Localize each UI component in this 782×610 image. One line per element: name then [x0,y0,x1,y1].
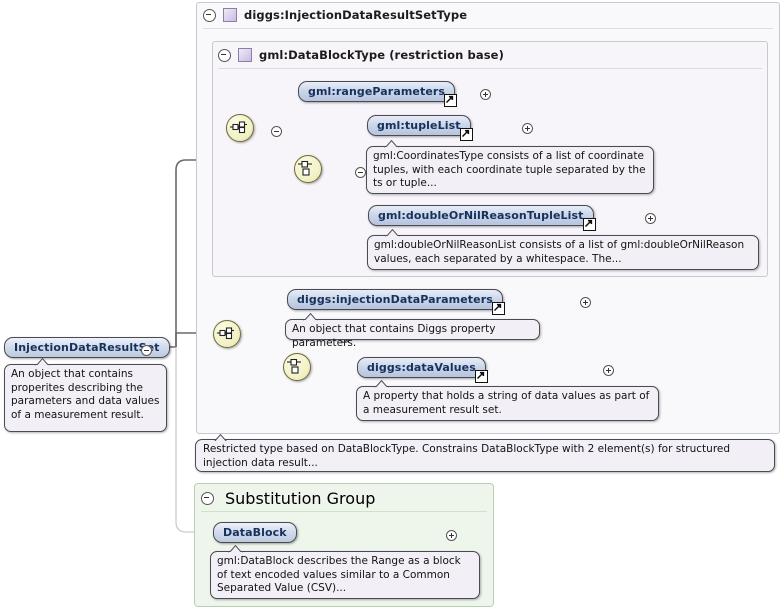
element-diggs-injection-data-parameters[interactable]: diggs:injectionDataParameters [287,289,505,315]
element-label-range-parameters: gml:rangeParameters [308,85,446,98]
element-datablock[interactable]: DataBlock [213,522,297,543]
element-diggs-data-values[interactable]: diggs:dataValues [357,357,488,383]
external-link-icon-injection-data-parameters[interactable] [491,302,505,315]
outer-type-label: diggs:InjectionDataResultSetType [244,8,468,22]
element-gml-double-or-nil-reason-tuple-list[interactable]: gml:doubleOrNilReasonTupleList [368,205,596,231]
annotation-data-values: A property that holds a string of data v… [356,380,659,421]
annotation-tuple-list: gml:CoordinatesType consists of a list o… [366,140,654,194]
annotation-injection-data-parameters: An object that contains Diggs property p… [285,313,540,349]
collapse-icon-outer-type[interactable] [203,8,216,22]
element-injection-data-result-set[interactable]: InjectionDataResultSet [4,337,170,358]
substitution-group-header[interactable]: Substitution Group [201,488,376,508]
element-label-root: InjectionDataResultSet [14,341,160,354]
restriction-note: Restricted type based on DataBlockType. … [195,433,775,472]
expand-icon-double-or-nil[interactable] [645,213,657,224]
collapse-icon-substitution-group[interactable] [201,491,214,505]
sequence-icon-top[interactable] [226,114,254,142]
inner-type-label: gml:DataBlockType (restriction base) [259,48,504,62]
sequence-icon-bottom[interactable] [213,320,241,348]
external-link-icon-double-or-nil[interactable] [582,218,596,231]
inner-header-divider [218,68,762,69]
element-gml-tuple-list[interactable]: gml:tupleList [367,115,473,141]
expand-icon-injection-data-parameters[interactable] [579,297,591,308]
annotation-tail-double-or-nil [385,229,400,237]
outer-type-header[interactable]: diggs:InjectionDataResultSetType [203,6,467,24]
element-label-injection-data-parameters: diggs:injectionDataParameters [297,293,493,306]
element-gml-range-parameters[interactable]: gml:rangeParameters [298,81,458,107]
external-link-icon-data-values[interactable] [474,370,488,383]
choice-icon-bottom[interactable] [283,353,311,381]
element-label-double-or-nil: gml:doubleOrNilReasonTupleList [378,209,584,222]
annotation-datablock: gml:DataBlock describes the Range as a b… [210,545,480,599]
collapse-icon-root-element[interactable] [141,345,152,356]
collapse-icon-sequence-top[interactable] [271,126,283,137]
external-link-icon-tuple-list[interactable] [459,128,473,141]
collapse-icon-choice-top[interactable] [355,167,367,178]
annotation-text-injection-params: An object that contains Diggs property p… [292,323,496,349]
annotation-double-or-nil: gml:doubleOrNilReasonList consists of a … [367,229,759,270]
element-label-datablock: DataBlock [223,526,287,539]
annotation-tail-injection-params [303,313,318,321]
substitution-group-title: Substitution Group [225,488,376,508]
type-square-icon [223,8,237,22]
annotation-text-datablock: gml:DataBlock describes the Range as a b… [217,555,461,595]
annotation-tail [35,358,50,366]
expand-icon-range-parameters[interactable] [480,89,492,100]
substitution-group-divider [201,511,487,512]
expand-icon-tuple-list[interactable] [522,123,534,134]
element-label-tuple-list: gml:tupleList [377,119,461,132]
expand-icon-datablock[interactable] [445,530,457,541]
annotation-text-data-values: A property that holds a string of data v… [363,390,650,416]
expand-icon-data-values[interactable] [602,365,614,376]
annotation-tail-datablock [228,545,243,553]
annotation-tail-tuple-list [384,140,399,148]
inner-type-header[interactable]: gml:DataBlockType (restriction base) [218,46,504,64]
annotation-text-double-or-nil: gml:doubleOrNilReasonList consists of a … [374,239,745,265]
element-label-data-values: diggs:dataValues [367,361,476,374]
restriction-note-tail [213,433,228,441]
outer-header-divider [203,28,773,29]
annotation-tail-data-values [374,380,389,388]
annotation-text-tuple-list: gml:CoordinatesType consists of a list o… [373,150,646,190]
collapse-icon-inner-type[interactable] [218,48,231,62]
annotation-root-element: An object that contains properites descr… [4,358,167,432]
type-square-icon-inner [238,48,252,62]
external-link-icon-range-parameters[interactable] [444,94,458,107]
restriction-note-text: Restricted type based on DataBlockType. … [203,443,731,469]
annotation-text-root: An object that contains properites descr… [11,368,160,421]
choice-icon-top[interactable] [294,155,322,183]
